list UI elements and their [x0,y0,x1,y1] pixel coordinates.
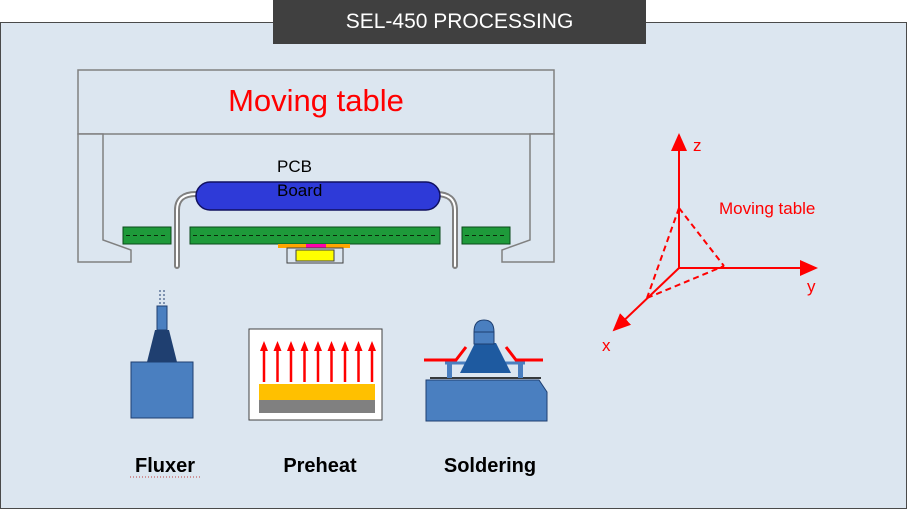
preheat-label: Preheat [283,455,357,477]
soldering-station [424,319,548,422]
pcb-label-line2: Board [277,181,322,200]
heat-arrow-head [368,341,376,351]
right-rail [461,226,511,245]
moving-table-label: Moving table [228,83,404,118]
fluxer-label: Fluxer [135,455,195,477]
title-bar: SEL-450 PROCESSING [273,0,646,44]
heat-arrow-head [341,341,349,351]
motion-triangle [646,207,725,299]
pcb-board [195,181,441,211]
preheat-station [248,328,383,421]
left-rail [122,226,172,245]
fluxer-station [130,290,194,419]
preheat-heat-arrows [260,341,376,382]
heat-arrow-head [287,341,295,351]
x-axis [612,267,680,332]
pcb-label-line1: PCB [277,157,312,176]
x-axis-label: x [602,336,611,355]
component [278,244,350,264]
z-axis-label: z [693,136,702,155]
y-axis-label: y [807,277,816,296]
axes-moving-table-label: Moving table [719,199,815,218]
soldering-label: Soldering [444,455,536,477]
heat-arrow-head [273,341,282,351]
heat-arrow-head [260,341,268,351]
heat-arrow-head [314,341,322,351]
moving-table-frame [77,69,555,263]
heat-arrow-head [300,341,309,351]
heat-arrow-head [327,341,336,351]
title-text: SEL-450 PROCESSING [345,10,574,33]
axes-diagram [612,133,818,332]
center-rail [189,226,441,245]
heat-arrow-head [354,341,363,351]
